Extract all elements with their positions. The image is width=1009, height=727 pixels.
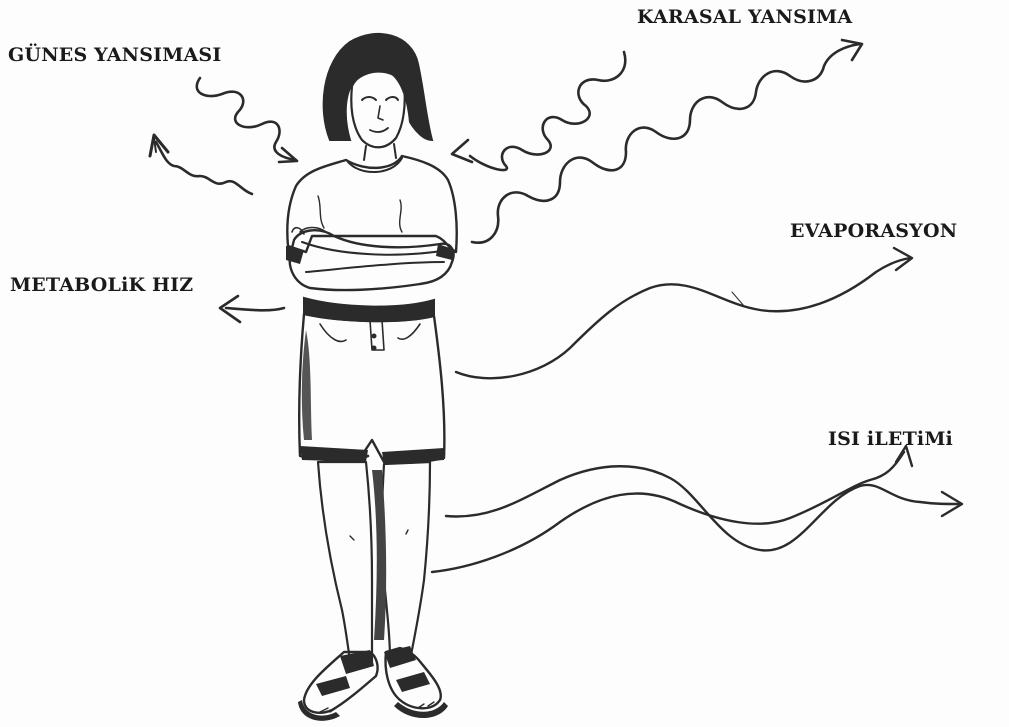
solar-reflection-label: GÜNES YANSIMASI <box>8 46 221 65</box>
heat-conduction-arrows <box>432 446 962 572</box>
terrestrial-incoming-arrow <box>452 52 625 170</box>
person-figure <box>286 34 457 721</box>
terrestrial-outgoing-arrow <box>472 40 862 243</box>
right-leg <box>382 462 430 660</box>
left-leg <box>318 462 372 662</box>
metabolic-rate-label: METABOLiK HIZ <box>10 276 193 295</box>
solar-outgoing-arrow <box>150 135 252 194</box>
metabolic-rate-arrow <box>220 296 284 322</box>
evaporation-label: EVAPORASYON <box>790 222 957 241</box>
solar-incoming-arrow <box>197 78 297 162</box>
evaporation-arrow <box>456 248 912 378</box>
terrestrial-reflection-label: KARASAL YANSIMA <box>637 8 852 27</box>
face <box>351 72 404 148</box>
shirt <box>287 156 456 252</box>
crossed-arms <box>290 230 454 290</box>
hair <box>324 34 432 140</box>
heat-conduction-label: ISI iLETiMi <box>828 430 953 449</box>
